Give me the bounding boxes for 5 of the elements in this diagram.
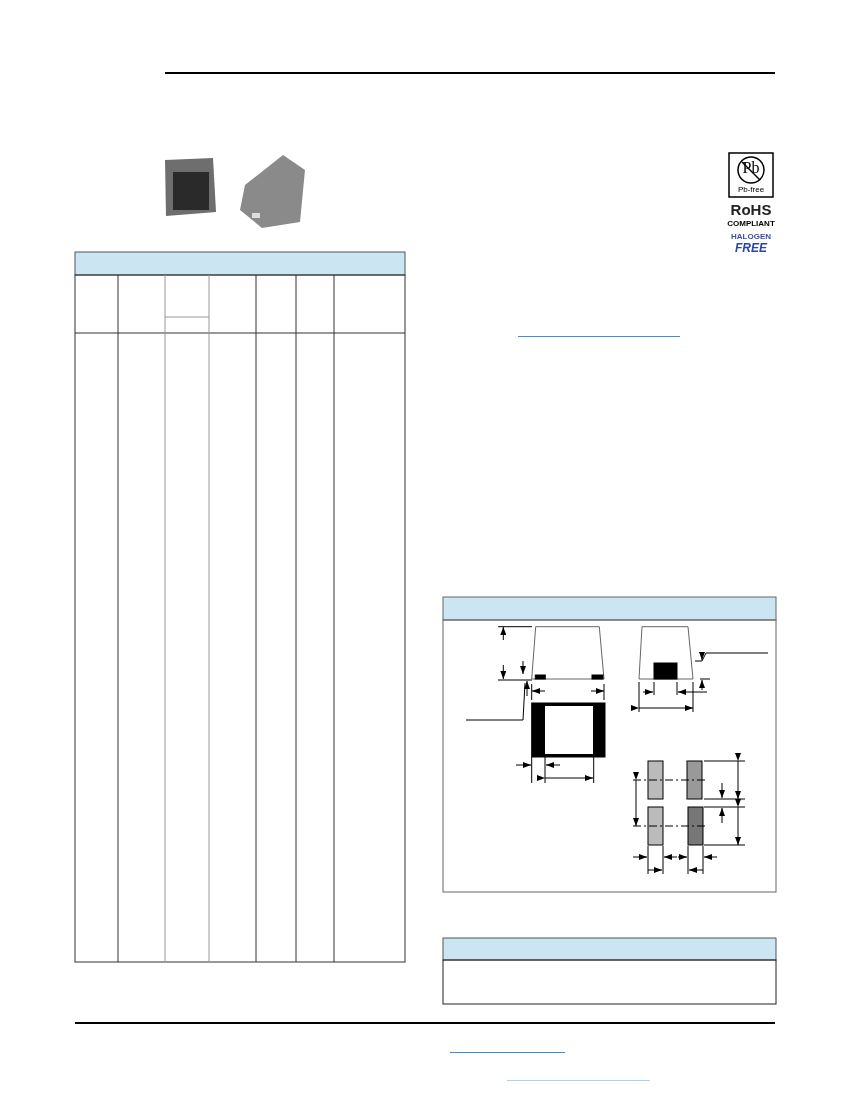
badge-caption: Pb-free — [736, 186, 766, 195]
halogen-text: HALOGEN — [730, 233, 772, 242]
rohs-mark: RoHS — [729, 202, 773, 219]
compliance-text: COMPLIANT — [726, 220, 776, 229]
halogen-free-text: FREE — [734, 242, 769, 256]
